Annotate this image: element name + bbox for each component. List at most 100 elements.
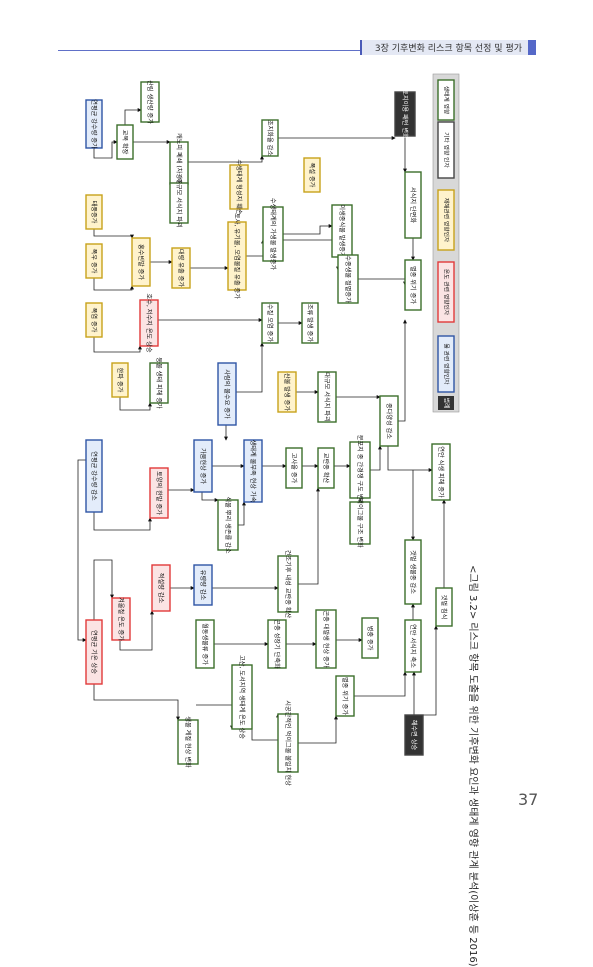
node-label: 연평균 강수량 감소 [90, 451, 98, 501]
node-n3: 교목 확장 [116, 124, 134, 160]
node-n13: 홍수빈발 증가 [131, 237, 151, 287]
connector-47 [196, 704, 234, 730]
node-label: 토양의 한발 증가 [155, 471, 163, 515]
node-n23: 조류 발생 증가 [301, 302, 319, 344]
legend-item-label: 온도 관련 영향인자 [443, 269, 451, 316]
node-n30: 연평균 강수량 감소 [85, 439, 103, 513]
connector-39 [251, 713, 280, 741]
connector-18 [236, 342, 264, 393]
connector-48 [77, 459, 87, 642]
connector-41 [354, 671, 407, 697]
node-label: 고산, 도서지역 생태계 온도 상승 [238, 655, 246, 739]
node-n33: 생태계 물부족 현상 가속 [243, 439, 263, 503]
node-n54: 생물 계절 현상 변화 [177, 716, 199, 768]
node-label: 월동생물류 증가 [201, 623, 209, 665]
node-n55: 시공간적인 먹이그물 불일치 현상 [277, 700, 299, 786]
node-label: 식물 뿌리 생존률 감소 [224, 496, 232, 553]
node-n19: 멸종 위기 증가 [404, 259, 422, 311]
node-label: 고사율 증가 [290, 453, 298, 484]
node-n26: 사람의 물수요 증가 [217, 362, 237, 426]
node-n47: 곤충 성장기 단축화 [267, 619, 287, 669]
node-n36: 분포지 종 간경쟁 구도 변화 [349, 435, 371, 506]
node-label: 폭염 증가 [90, 308, 98, 333]
connector-4 [188, 155, 264, 163]
node-label: 수생태계 형성지 훼손 [235, 159, 243, 214]
node-n7: 태풍증가 [85, 194, 103, 230]
node-n34: 고사율 증가 [285, 447, 303, 489]
node-label: 건조기후 내성 교란종 확산 [284, 550, 292, 619]
node-n42: 유량량 감소 [193, 564, 213, 606]
running-header: 3장 기후변화 리스크 항목 선정 및 평가 [360, 40, 528, 55]
node-n49: 병충 증가 [361, 617, 379, 659]
node-n5: 초지화율 감소 [261, 119, 279, 157]
node-label: 적설량 감소 [157, 573, 165, 604]
node-label: 폭설 증가 [308, 163, 316, 188]
node-label: 연평균 강수량 증가 [90, 99, 98, 149]
node-n22: 수질 오염 증가 [261, 302, 279, 344]
node-label: 교란종 확산 [322, 453, 330, 484]
connector-34 [298, 487, 320, 585]
node-label: 초지화율 감소 [266, 120, 274, 156]
node-n31: 토양의 한발 증가 [149, 467, 169, 519]
node-n2: 산림 생산량 증가 [140, 80, 160, 124]
node-label: 유량량 감소 [199, 570, 206, 601]
node-label: 생물 계절 현상 변화 [184, 716, 192, 768]
node-label: 수종생물 절멸증가 [344, 255, 352, 303]
connector-7 [93, 278, 134, 291]
node-label: 먹이그물 구조 변화 [356, 498, 364, 548]
connector-43 [423, 625, 438, 716]
node-label: 대규모 서식지 파괴 [323, 372, 331, 421]
node-n24: 한파 증가 [111, 362, 129, 398]
node-n44: 갯벌 생물종 감소 [404, 539, 422, 605]
connector-13 [358, 278, 407, 286]
node-n1: 연평균 강수량 증가 [85, 99, 103, 149]
node-n52: 고산, 도서지역 생태계 온도 상승 [231, 655, 253, 739]
legend-item-other [437, 121, 455, 179]
node-label: 태풍증가 [90, 201, 98, 224]
connector-28 [370, 445, 382, 471]
connector-21 [398, 319, 407, 422]
node-n45: 연평균 기온 상승 [85, 619, 103, 685]
node-n43: 건조기후 내성 교란종 확산 [277, 550, 299, 619]
node-label: 산불 발생 증가 [283, 373, 291, 411]
node-n16: 수생태계의 가생물 발생증가 [262, 198, 284, 270]
header-accent-block [528, 40, 536, 55]
node-label: 사람의 물수요 증가 [223, 369, 231, 419]
node-label: 종다양성 감소 [385, 403, 393, 439]
node-n40: 겨울철 온도 증가 [111, 597, 131, 641]
chapter-title: 3장 기후변화 리스크 항목 선정 및 평가 [374, 44, 522, 54]
node-n32: 가뭄현상 증가 [193, 439, 213, 493]
legend-item-label: 생태계 영향 [443, 86, 451, 115]
node-n50: 갯벌 침식 [435, 587, 453, 627]
node-label: 병충 증가 [366, 626, 374, 651]
node-label: 토사, 유기물, 오염물질 유출 증가 [233, 213, 241, 299]
node-label: 서식지 단편화 [409, 187, 417, 223]
connector-14 [93, 337, 142, 353]
node-label: 대량 유출 증가 [177, 249, 185, 287]
node-label: 캐노피 폐쇄 (차광증가) [175, 133, 183, 193]
node-label: 곤충 대발생 현상 증가 [322, 610, 330, 667]
node-label: 연안 식생 피해 증가 [437, 446, 445, 498]
connector-49 [201, 492, 219, 502]
node-n46: 월동생물류 증가 [195, 619, 215, 669]
connector-12 [283, 239, 340, 271]
legend-item-label: 물 관련 영향인자 [443, 343, 451, 385]
node-n51: 연안 서식지 축소 [404, 619, 422, 673]
node-label: 갯벌 생물종 감소 [409, 550, 417, 594]
node-label: 곤충 성장기 단축화 [273, 619, 281, 669]
figure-caption: <그림 3.2> 리스크 항목 도출을 위한 기후변화 요인과 생태계 영향 관… [467, 565, 478, 967]
header-rule [58, 50, 534, 51]
node-n53: 멸종 위기 증가 [335, 675, 355, 717]
node-label: 산림 생산량 증가 [146, 80, 154, 124]
node-n8: 대규모 서식지 파괴 [169, 178, 189, 228]
node-label: 멸종 위기 증가 [341, 677, 349, 715]
node-label: 분포지 종 간경쟁 구도 변화 [356, 435, 364, 506]
node-n15: 토사, 유기물, 오염물질 유출 증가 [227, 213, 247, 299]
node-n21: 호수, 저수지 온도 상승 [139, 293, 159, 353]
connector-35 [93, 684, 180, 721]
node-label: 겨울철 온도 증가 [117, 597, 125, 641]
connector-52 [387, 446, 433, 472]
connector-31 [119, 610, 154, 651]
